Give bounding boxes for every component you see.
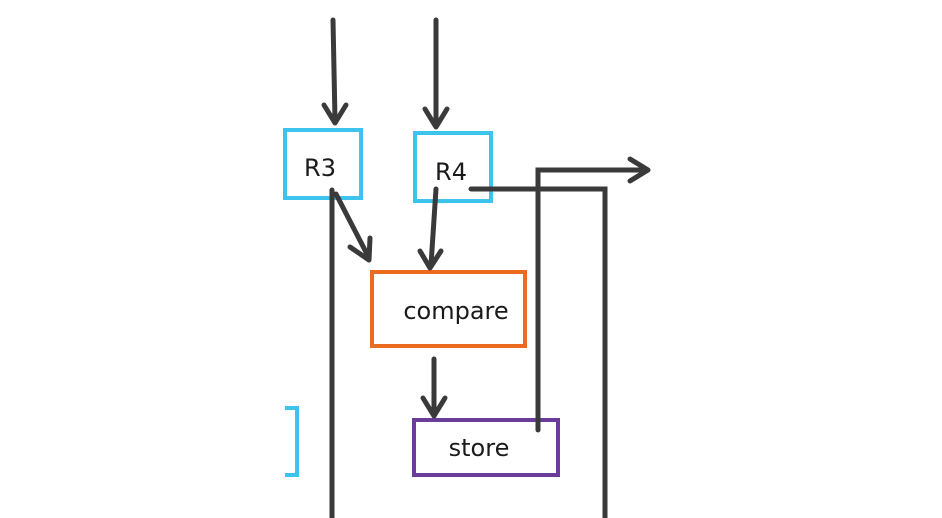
box-store: store xyxy=(412,418,560,477)
wire-r3-to-compare xyxy=(333,191,371,259)
box-r4: R4 xyxy=(413,131,493,203)
wire-r4-to-compare xyxy=(428,186,439,268)
arrowhead-into-r3 xyxy=(321,102,349,126)
wire-store-up-right xyxy=(535,167,649,433)
arrowhead-into-r4 xyxy=(422,106,450,130)
box-compare-label: compare xyxy=(403,297,508,325)
wire-into-r3 xyxy=(330,17,338,123)
box-r3: R3 xyxy=(283,128,363,200)
arrowhead-r3-to-compare xyxy=(347,235,373,263)
box-r3-label: R3 xyxy=(304,154,336,182)
wire-r4-right-down xyxy=(468,186,608,518)
box-compare: compare xyxy=(370,270,527,348)
box-store-label: store xyxy=(449,434,510,462)
arrowhead-r4-to-compare xyxy=(417,248,444,271)
arrowhead-store-out xyxy=(627,156,651,184)
box-r4-label: R4 xyxy=(435,158,467,186)
arrowhead-compare-to-store xyxy=(420,395,448,419)
partial-box xyxy=(285,406,299,477)
